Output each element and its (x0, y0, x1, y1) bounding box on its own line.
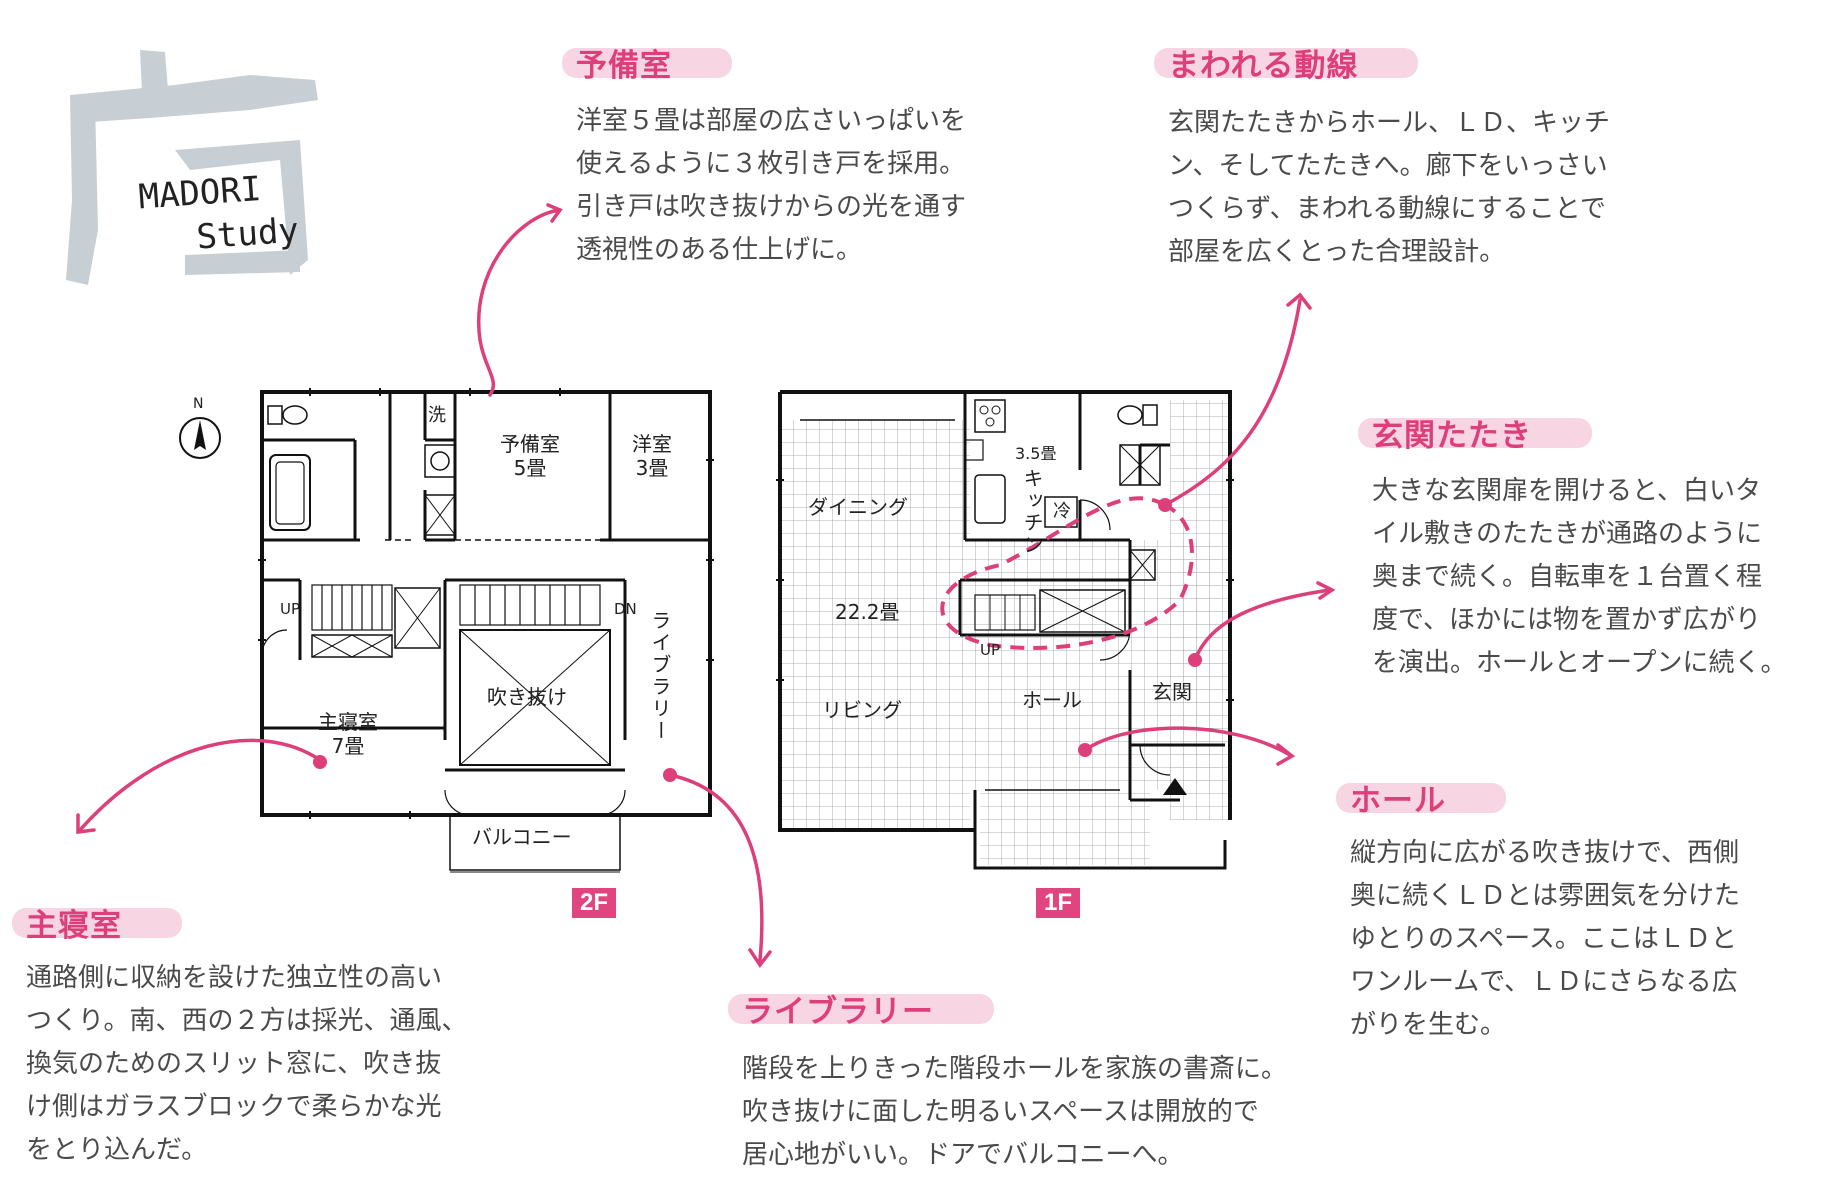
label-fukinuke: 吹き抜け (487, 685, 567, 709)
label-yobishitsu: 予備室 5畳 (500, 432, 560, 480)
callout-yobishitsu-title: 予備室 (562, 40, 732, 85)
label-dn-2f: DN (614, 600, 637, 618)
label-kitchen-size: 3.5畳 (1015, 444, 1057, 463)
callout-shushinshitsu-body: 通路側に収納を設けた独立性の高いつくり。南、西の２方は採光、通風、換気のためのス… (26, 963, 468, 1165)
plan-1f (776, 390, 1234, 870)
label-ld-size: 22.2畳 (835, 600, 900, 624)
label-rei: 冷 (1053, 501, 1071, 522)
label-shushinshitsu: 主寝室 7畳 (318, 710, 378, 758)
label-genkan: 玄関 (1152, 680, 1192, 704)
label-dining: ダイニング (808, 495, 908, 519)
callout-mawareru-title: まわれる動線 (1154, 40, 1419, 85)
callout-hall-body: 縦方向に広がる吹き抜けで、西側奥に続くＬＤとは雰囲気を分けたゆとりのスペース。こ… (1350, 838, 1741, 1040)
north-arrow-icon (179, 417, 221, 459)
label-kitchen: キッチン (1020, 468, 1044, 556)
callout-yobishitsu-body: 洋室５畳は部屋の広さいっぱいを使えるように３枚引き戸を採用。引き戸は吹き抜けから… (576, 106, 967, 265)
label-yoshitsu: 洋室 3畳 (632, 432, 672, 480)
leader-arrows (76, 203, 1336, 969)
label-up-1f: UP (980, 641, 1001, 659)
label-library: ライブラリー (648, 610, 672, 742)
callout-library-title: ライブラリー (728, 986, 994, 1031)
label-up-2f: UP (280, 600, 301, 618)
label-sentaku: 洗 (428, 405, 446, 426)
callout-mawareru-body: 玄関たたきからホール、ＬＤ、キッチン、そしてたたきへ。廊下をいっさいつくらず、ま… (1168, 108, 1611, 267)
badge-2f: 2F (572, 888, 617, 918)
label-living: リビング (822, 698, 902, 722)
madori-logo-graphic (66, 50, 318, 285)
callout-genkan-title: 玄関たたき (1358, 410, 1592, 455)
logo-text: MADORI Study (137, 165, 300, 264)
label-balcony: バルコニー (472, 825, 572, 849)
plan-2f (258, 388, 714, 873)
callout-hall-title: ホール (1336, 775, 1506, 820)
callout-genkan-body: 大きな玄関扉を開けると、白いタイル敷きのたたきが通路のように奥まで続く。自転車を… (1372, 476, 1787, 678)
label-hall: ホール (1022, 688, 1082, 712)
leader-dots (313, 498, 1202, 782)
callout-library-body: 階段を上りきった階段ホールを家族の書斎に。吹き抜けに面した明るいスペースは開放的… (742, 1054, 1287, 1170)
circulation-loop-path (940, 496, 1194, 650)
callout-shushinshitsu-title: 主寝室 (12, 900, 182, 945)
north-label: N (193, 396, 204, 412)
badge-1f: 1F (1036, 888, 1081, 918)
